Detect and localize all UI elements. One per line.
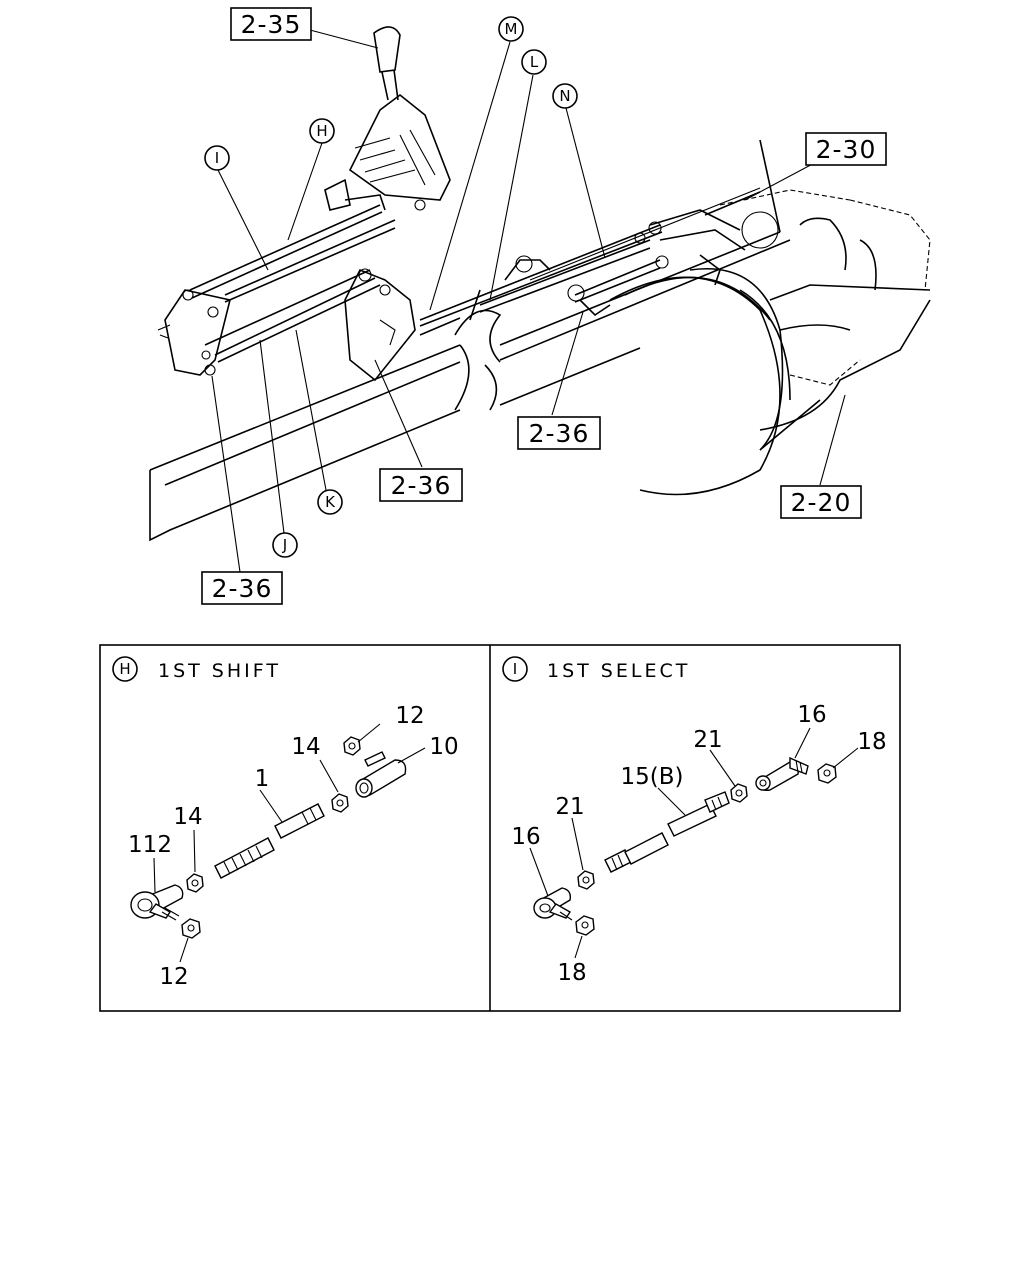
center-bracket xyxy=(344,268,416,382)
callout-m[interactable]: M xyxy=(498,16,524,42)
leader xyxy=(529,847,549,897)
shift-rod[interactable] xyxy=(214,803,325,879)
select-ball-joint-right[interactable] xyxy=(755,756,809,791)
panel-shift: H 1ST SHIFT xyxy=(112,656,459,990)
panels-frame xyxy=(99,644,901,1012)
shift-nut-left[interactable] xyxy=(186,873,204,893)
callout-h[interactable]: H xyxy=(309,118,335,144)
detail-panels xyxy=(99,644,901,1012)
ref-label: 2-36 xyxy=(212,574,273,603)
ref-box-bracket-left[interactable]: 2-36 xyxy=(201,571,283,605)
select-nut-bottom[interactable] xyxy=(575,915,595,936)
callout-i[interactable]: I xyxy=(204,145,230,171)
ref-label: 2-35 xyxy=(241,10,302,39)
ref-label: 2-36 xyxy=(391,471,452,500)
select-nut-left[interactable] xyxy=(577,870,595,890)
part-number: 112 xyxy=(128,832,172,858)
select-rod[interactable] xyxy=(604,791,730,873)
transmission xyxy=(609,189,931,496)
linkage-rods xyxy=(189,204,663,363)
shift-nut-top[interactable] xyxy=(343,736,361,756)
part-number: 18 xyxy=(557,960,586,986)
transmission-fittings xyxy=(579,221,669,317)
part-number: 14 xyxy=(173,804,202,830)
part-number: 1 xyxy=(255,766,270,792)
leader xyxy=(193,829,196,873)
shift-nut-bottom[interactable] xyxy=(181,918,201,939)
ref-label: 2-20 xyxy=(791,488,852,517)
part-number: 18 xyxy=(857,729,886,755)
leader xyxy=(657,787,686,816)
shift-nut-mid[interactable] xyxy=(331,793,349,813)
frame-rail xyxy=(149,139,791,542)
callout-label: K xyxy=(325,493,336,511)
callout-l[interactable]: L xyxy=(521,49,547,75)
leader xyxy=(794,727,811,759)
part-number: 12 xyxy=(395,703,424,729)
panel-select-header: I 1ST SELECT xyxy=(502,656,690,682)
panel-letter: I xyxy=(513,660,517,678)
callout-k[interactable]: K xyxy=(317,489,343,515)
leader xyxy=(574,935,583,959)
callout-label: H xyxy=(316,122,327,140)
part-number: 15(B) xyxy=(621,764,684,790)
panel-select: I 1ST SELECT xyxy=(502,656,887,986)
leader xyxy=(397,747,426,764)
callout-label: I xyxy=(215,149,219,167)
panel-letter: H xyxy=(119,660,130,678)
part-number: 12 xyxy=(159,964,188,990)
part-number: 14 xyxy=(291,734,320,760)
part-number: 21 xyxy=(555,794,584,820)
leader xyxy=(709,749,736,787)
panel-title: 1ST SHIFT xyxy=(158,660,281,682)
select-nut-mid[interactable] xyxy=(730,783,748,803)
leader xyxy=(319,759,339,793)
ref-label: 2-30 xyxy=(816,135,877,164)
ref-box-bracket-center[interactable]: 2-36 xyxy=(379,468,463,502)
ref-label: 2-36 xyxy=(529,419,590,448)
part-number: 16 xyxy=(797,702,826,728)
callout-label: L xyxy=(530,53,539,71)
callout-label: J xyxy=(282,536,287,554)
shift-ball-joint-right[interactable] xyxy=(355,751,407,798)
leader xyxy=(832,747,859,769)
part-number: 16 xyxy=(511,824,540,850)
part-number: 10 xyxy=(429,734,458,760)
shift-ball-joint-left[interactable] xyxy=(130,884,184,921)
callout-label: M xyxy=(505,20,518,38)
callout-n[interactable]: N xyxy=(552,83,578,109)
leader xyxy=(179,937,189,963)
chassis-illustration xyxy=(149,26,931,542)
callout-j[interactable]: J xyxy=(272,532,298,558)
select-nut-right[interactable] xyxy=(817,763,837,784)
leader-lines xyxy=(211,29,846,573)
callout-label: N xyxy=(559,87,570,105)
shift-lever xyxy=(324,26,451,211)
ref-box-transmission-top[interactable]: 2-30 xyxy=(805,132,887,166)
panel-title: 1ST SELECT xyxy=(547,660,690,682)
ref-box-shift-lever[interactable]: 2-35 xyxy=(230,7,312,41)
ref-box-transmission[interactable]: 2-20 xyxy=(780,485,862,519)
ref-box-bracket-right[interactable]: 2-36 xyxy=(517,416,601,450)
leader xyxy=(259,789,283,823)
select-ball-joint-left[interactable] xyxy=(533,887,573,921)
leader xyxy=(153,857,156,893)
left-bracket xyxy=(157,289,231,376)
leader xyxy=(571,817,584,871)
part-number: 21 xyxy=(693,727,722,753)
panel-shift-header: H 1ST SHIFT xyxy=(112,656,281,682)
leader xyxy=(357,723,381,743)
